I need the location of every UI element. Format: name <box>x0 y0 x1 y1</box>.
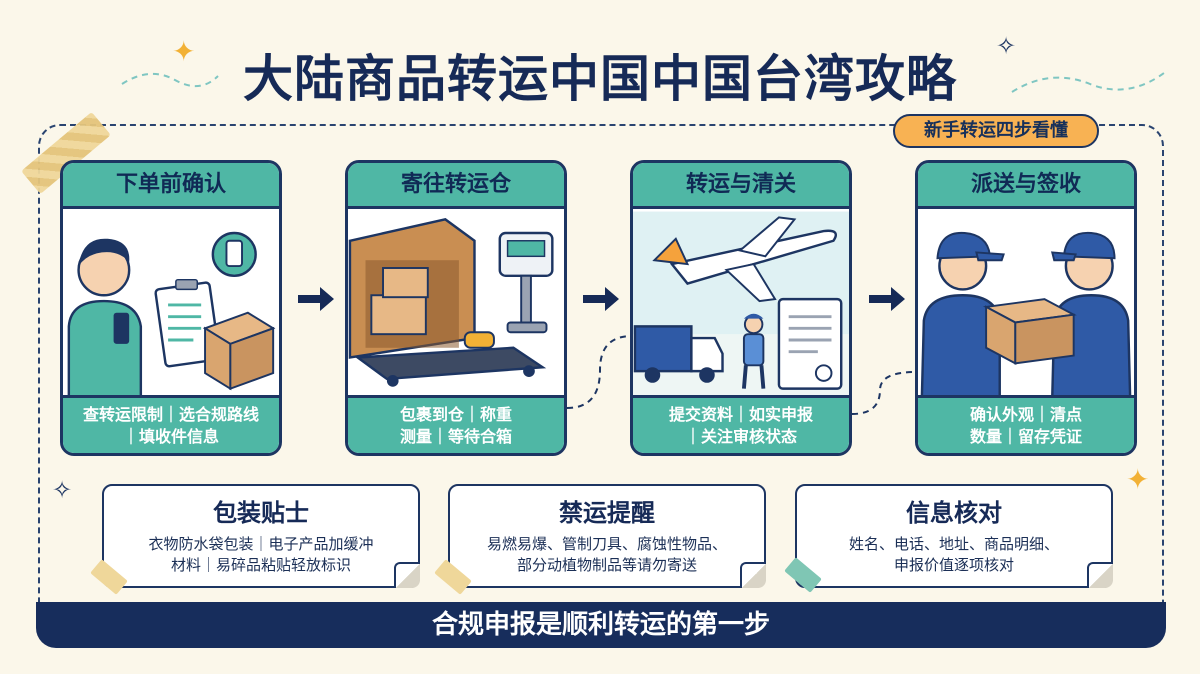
step-description: 提交资料｜如实申报 ｜关注审核状态 <box>633 395 849 453</box>
tip-card-prohibited: 禁运提醒 易燃易爆、管制刀具、腐蚀性物品、 部分动植物制品等请勿寄送 <box>448 484 766 588</box>
tip-title: 禁运提醒 <box>559 499 655 527</box>
tip-body: 衣物防水袋包装｜电子产品加缓冲 材料｜易碎品粘贴轻放标识 <box>148 535 374 574</box>
footer-banner: 合规申报是顺利转运的第一步 <box>36 602 1166 648</box>
step-title: 下单前确认 <box>63 163 279 209</box>
step-card-transit-customs: 转运与清关 提交资料｜如实申报 ｜关注审核状态 <box>630 160 852 456</box>
step-count-badge: 新手转运四步看懂 <box>893 114 1099 148</box>
arrow-right-icon <box>298 287 334 311</box>
dashed-swirl-decoration <box>121 73 219 87</box>
courier-handover-illustration <box>920 231 1132 398</box>
arrow-right-icon <box>869 287 905 311</box>
tip-card-packaging: 包装贴士 衣物防水袋包装｜电子产品加缓冲 材料｜易碎品粘贴轻放标识 <box>102 484 420 588</box>
page-curl-decoration <box>394 562 420 588</box>
page-curl-decoration <box>1087 562 1113 588</box>
person-with-checklist-illustration <box>67 231 276 398</box>
tip-title: 包装贴士 <box>213 499 309 527</box>
step-card-order-confirm: 下单前确认 查转运限制｜选合规路线 ｜填收件信息 <box>60 160 282 456</box>
step-description: 确认外观｜清点 数量｜留存凭证 <box>918 395 1134 453</box>
step-card-delivery-signoff: 派送与签收 确认外观｜清点 数量｜留存凭证 <box>915 160 1137 456</box>
sparkle-icon: ✧ <box>52 476 73 504</box>
arrow-right-icon <box>583 287 619 311</box>
sparkle-icon: ✦ <box>1126 463 1150 496</box>
tip-card-info-check: 信息核对 姓名、电话、地址、商品明细、 申报价值逐项核对 <box>795 484 1113 588</box>
sparkle-icon: ✧ <box>996 32 1017 60</box>
page-curl-decoration <box>740 562 766 588</box>
step-description: 查转运限制｜选合规路线 ｜填收件信息 <box>63 395 279 453</box>
step-card-ship-to-warehouse: 寄往转运仓 包裹到仓｜称重 测量｜等待合箱 <box>345 160 567 456</box>
warehouse-conveyor-illustration <box>348 218 554 387</box>
step-title: 转运与清关 <box>633 163 849 209</box>
page-title: 大陆商品转运中国中国台湾攻略 <box>243 50 957 108</box>
tip-body: 姓名、电话、地址、商品明细、 申报价值逐项核对 <box>848 535 1059 574</box>
plane-truck-customs-illustration <box>633 211 849 397</box>
sparkle-icon: ✦ <box>172 35 196 68</box>
tip-title: 信息核对 <box>906 499 1002 527</box>
step-title: 派送与签收 <box>918 163 1134 209</box>
dashed-swirl-decoration <box>1011 69 1169 93</box>
tip-body: 易燃易爆、管制刀具、腐蚀性物品、 部分动植物制品等请勿寄送 <box>486 535 727 574</box>
step-description: 包裹到仓｜称重 测量｜等待合箱 <box>348 395 564 453</box>
step-title: 寄往转运仓 <box>348 163 564 209</box>
